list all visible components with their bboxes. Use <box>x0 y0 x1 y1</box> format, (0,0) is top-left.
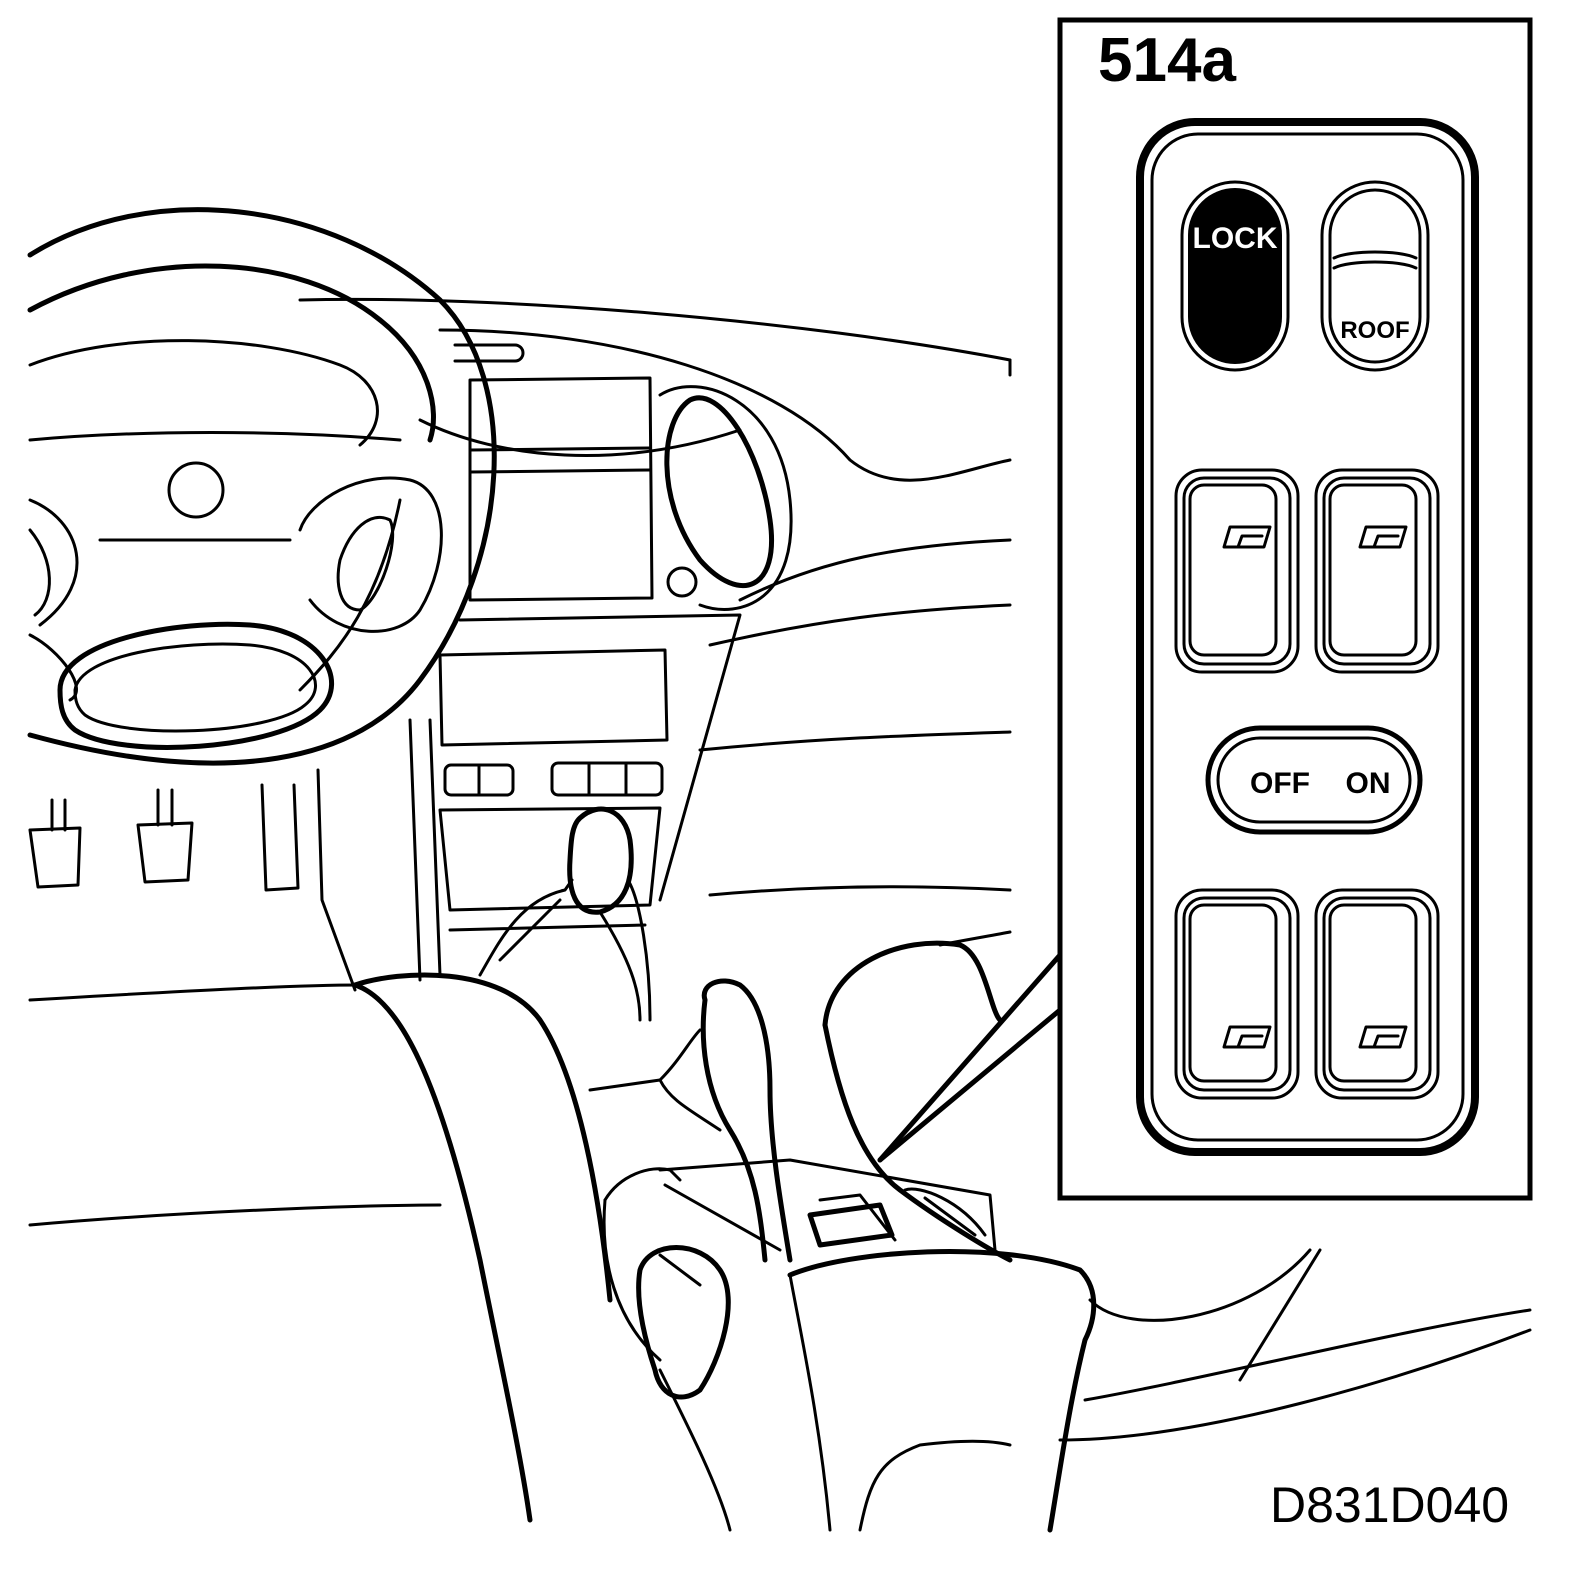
window-icon <box>1358 525 1408 549</box>
dash-knob <box>666 566 698 598</box>
pedals <box>28 768 357 992</box>
on-label: ON <box>1346 767 1391 800</box>
window-switch-rear-right[interactable] <box>1314 888 1440 1100</box>
switch-panel <box>1136 118 1479 1156</box>
roof-label: ROOF <box>1340 317 1409 344</box>
window-switch-rear-left[interactable] <box>1174 888 1300 1100</box>
window-icon <box>1358 1025 1408 1049</box>
off-on-toggle[interactable]: OFF ON <box>1205 725 1423 835</box>
steering-wheel-icon <box>27 207 497 766</box>
callout-pointer <box>877 952 1063 1163</box>
lock-label: LOCK <box>1193 222 1278 255</box>
air-vent <box>658 385 793 611</box>
dashboard <box>28 297 1012 1227</box>
window-switch-front-left[interactable] <box>1174 468 1300 674</box>
gear-shift <box>478 806 652 1022</box>
roof-button[interactable]: ROOF <box>1320 180 1430 372</box>
lock-button[interactable]: LOCK <box>1180 180 1290 372</box>
window-switch-front-right[interactable] <box>1314 468 1440 674</box>
window-icon <box>1222 525 1272 549</box>
figure-id: D831D040 <box>1270 1477 1510 1533</box>
window-icon <box>1222 1025 1272 1049</box>
callout-frame <box>1057 17 1533 1201</box>
center-stack <box>408 376 742 982</box>
callout-label: 514a <box>1098 26 1236 95</box>
off-label: OFF <box>1250 767 1310 800</box>
center-console <box>602 930 1532 1533</box>
handbrake <box>700 978 793 1263</box>
driver-seat <box>352 972 722 1523</box>
